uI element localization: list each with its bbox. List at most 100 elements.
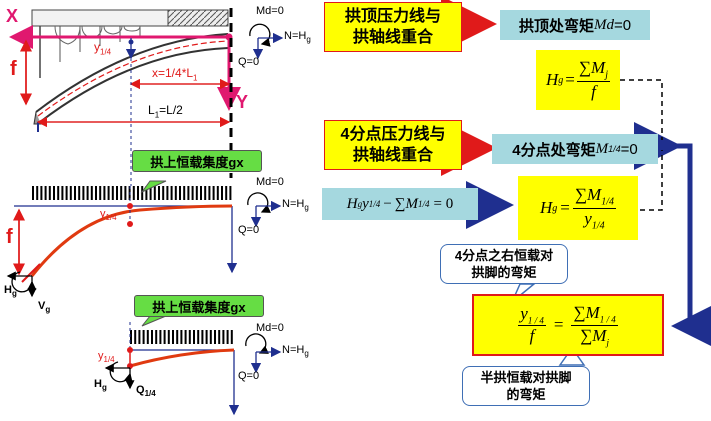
load-bar (48, 186, 51, 200)
rise-label: f (10, 58, 17, 80)
half-arch-curve (30, 204, 233, 277)
load-bar (40, 186, 43, 200)
load-bar (176, 330, 179, 344)
top-q-label: Q=0 (238, 56, 260, 68)
load-bar (90, 186, 93, 200)
load-bar (159, 330, 162, 344)
load-bar (158, 186, 160, 200)
load-bar (193, 330, 195, 344)
load-bar (221, 186, 223, 200)
load-bar (132, 186, 135, 200)
quarter-moment-note: 4分点之右恒载对 拱脚的弯矩 (440, 244, 568, 284)
load-bar (95, 186, 97, 200)
middle-n-label: N=Hg (282, 198, 309, 213)
load-bar (137, 186, 139, 200)
load-bar (191, 186, 194, 200)
load-bar (162, 186, 165, 200)
load-bar (57, 186, 60, 200)
load-bar (214, 330, 216, 344)
load-bar (180, 330, 183, 344)
load-bar (138, 330, 141, 344)
load-bar (172, 330, 174, 344)
load-bar (116, 186, 118, 200)
y14-label: y1/4 (94, 40, 112, 57)
load-bar (103, 186, 106, 200)
final-formula-box: y1 / 4 f = ∑M1 / 4 ∑Mj (472, 294, 664, 356)
load-bar (69, 186, 72, 200)
quarter-arch-segment (129, 348, 235, 368)
middle-y14-label: y1/4 (100, 208, 117, 223)
bottom-y14-label: y1/4 (98, 350, 115, 365)
half-arch-moment-note: 半拱恒载对拱脚 的弯矩 (462, 366, 590, 406)
bottom-q-label: Q=0 (238, 370, 260, 382)
load-bar (222, 330, 225, 344)
bottom-q14-label: Q1/4 (136, 384, 156, 399)
load-bar (61, 186, 64, 200)
load-bar (229, 186, 232, 200)
half-span-label: L1=L/2 (148, 103, 183, 120)
load-bar (197, 330, 200, 344)
load-bar (200, 186, 202, 200)
quarter-x-label: x=1/4*L1 (152, 66, 198, 83)
middle-rise-label: f (6, 226, 13, 248)
middle-md-label: Md=0 (256, 176, 284, 188)
bridge-sketch (31, 9, 229, 132)
load-bar (146, 330, 149, 344)
load-bar (153, 186, 156, 200)
load-bar (208, 186, 211, 200)
load-bar (120, 186, 123, 200)
load-bar (201, 330, 204, 344)
middle-load-callout: 拱上恒载集度gx (132, 150, 262, 172)
load-bar (44, 186, 47, 200)
load-bar (174, 186, 177, 200)
load-bar (183, 186, 186, 200)
load-bar (78, 186, 81, 200)
load-bar (209, 330, 212, 344)
load-bar (216, 186, 219, 200)
load-bar (204, 186, 207, 200)
load-bar (107, 186, 110, 200)
crown-condition-box: 拱顶压力线与 拱轴线重合 (324, 2, 462, 52)
load-bar (36, 186, 39, 200)
load-bar (142, 330, 145, 344)
load-bar (53, 186, 55, 200)
quarter-condition-box: 4分点压力线与 拱轴线重合 (324, 120, 462, 170)
load-bar (225, 186, 228, 200)
middle-load-bars (32, 186, 232, 200)
load-bar (130, 330, 132, 344)
load-bar (179, 186, 181, 200)
y-axis-label: Y (236, 92, 249, 112)
load-bar (65, 186, 68, 200)
load-bar (124, 186, 127, 200)
load-bar (82, 186, 85, 200)
top-md-label: Md=0 (256, 5, 284, 17)
load-bar (155, 330, 158, 344)
load-bar (32, 186, 34, 200)
middle-q-label: Q=0 (238, 224, 260, 236)
load-bar (151, 330, 153, 344)
load-bar (184, 330, 187, 344)
bottom-hg-label: Hg (94, 378, 107, 393)
bottom-load-callout: 拱上恒载集度gx (134, 295, 264, 317)
middle-hg-label: Hg (4, 284, 17, 299)
load-bar (141, 186, 144, 200)
bottom-n-label: N=Hg (282, 344, 309, 359)
load-bar (187, 186, 190, 200)
load-bar (111, 186, 114, 200)
load-bar (212, 186, 215, 200)
load-bar (163, 330, 166, 344)
load-bar (86, 186, 89, 200)
load-bar (99, 186, 102, 200)
load-bar (74, 186, 76, 200)
load-bar (230, 330, 233, 344)
load-bar (218, 330, 221, 344)
load-bar (166, 186, 169, 200)
load-bar (149, 186, 152, 200)
load-bar (167, 330, 170, 344)
load-bar (226, 330, 229, 344)
